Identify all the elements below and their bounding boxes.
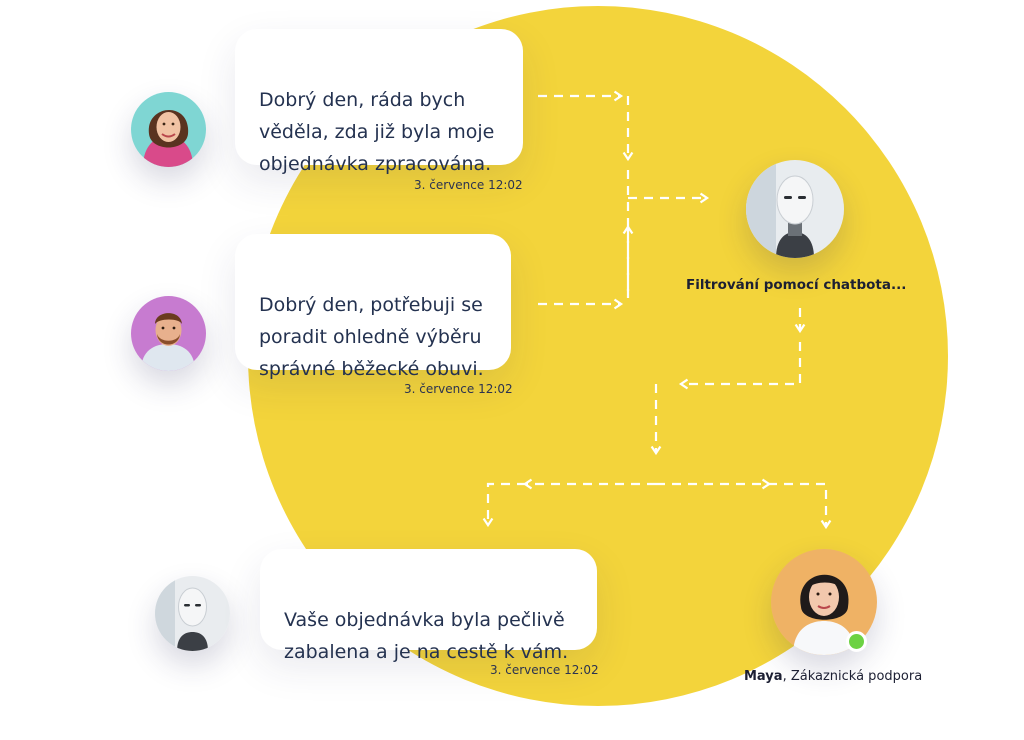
message-bubble-3: Vaše objednávka byla pečlivě zabalena a … — [260, 549, 597, 663]
agent-avatar-maya — [771, 549, 877, 655]
customer-avatar-woman — [131, 92, 206, 167]
bot-reply-avatar — [155, 576, 230, 651]
chatbot-filter-label: Filtrování pomocí chatbota... — [686, 277, 907, 293]
agent-role: , Zákaznická podpora — [782, 669, 923, 684]
message-bubble-1: Dobrý den, ráda bych věděla, zda již byl… — [235, 29, 523, 175]
message-time-2: 3. července 12:02 — [404, 382, 513, 396]
agent-name: Maya — [744, 669, 783, 684]
chatbot-robot-avatar — [746, 160, 844, 258]
customer-avatar-man — [131, 296, 206, 371]
message-bubble-2: Dobrý den, potřebuji se poradit ohledně … — [235, 234, 511, 380]
message-text-3: Vaše objednávka byla pečlivě zabalena a … — [284, 609, 569, 663]
online-status-dot — [846, 631, 867, 652]
agent-caption: Maya, Zákaznická podpora — [744, 669, 922, 684]
message-time-1: 3. července 12:02 — [414, 178, 523, 192]
message-text-2: Dobrý den, potřebuji se poradit ohledně … — [259, 294, 484, 380]
message-text-1: Dobrý den, ráda bych věděla, zda již byl… — [259, 89, 495, 175]
message-time-3: 3. července 12:02 — [490, 663, 599, 677]
